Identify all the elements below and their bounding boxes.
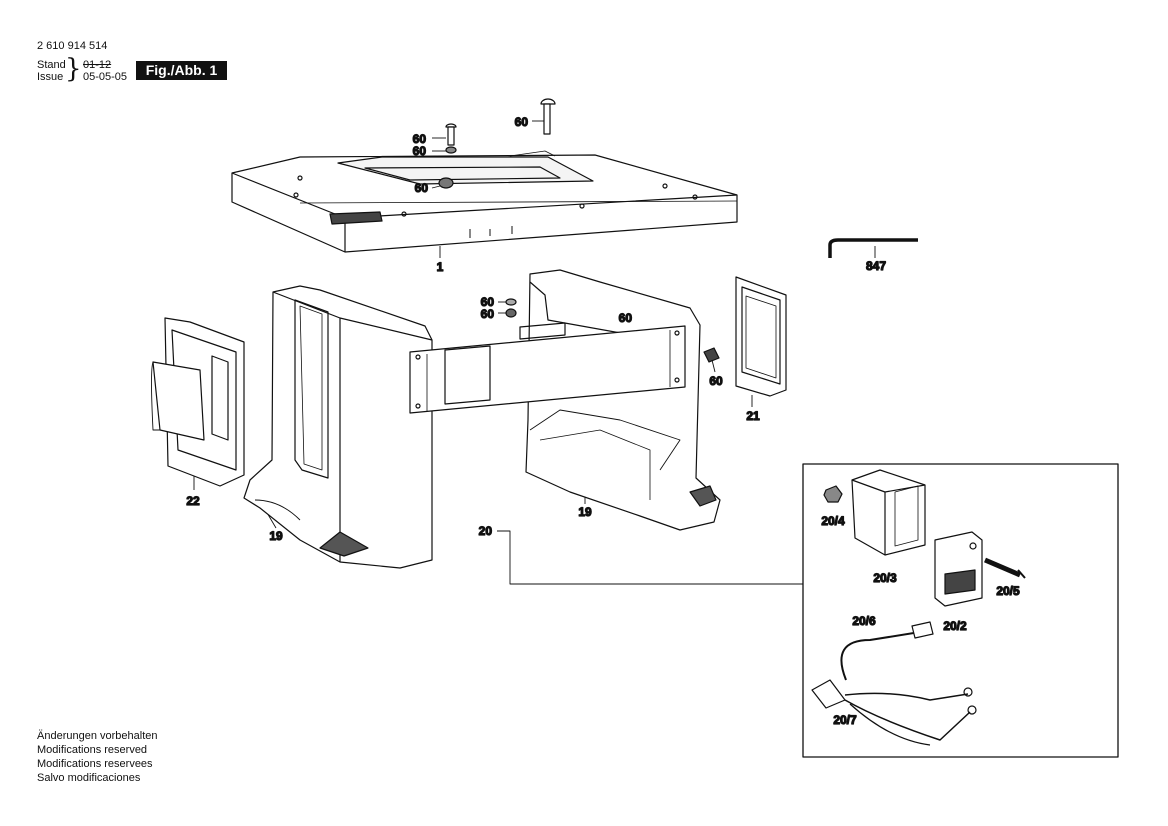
right-pocket-drawing: [735, 276, 787, 397]
part-label-60: 60: [415, 181, 429, 195]
part-label-60: 60: [515, 115, 529, 129]
part-label-60: 60: [619, 311, 633, 325]
part-label-22: 22: [186, 494, 200, 508]
part-label-20-5: 20/5: [996, 584, 1020, 598]
left-leg-drawing: [243, 285, 433, 569]
part-label-20-7: 20/7: [833, 713, 857, 727]
part-label-60: 60: [413, 144, 427, 158]
part-label-20-6: 20/6: [852, 614, 876, 628]
part-label-60: 60: [413, 132, 427, 146]
part-label-20-2: 20/2: [943, 619, 967, 633]
footer-note-fr: Modifications reservees: [37, 758, 153, 770]
switch-detail-box: [802, 463, 1119, 758]
part-label-20-3: 20/3: [873, 571, 897, 585]
stand-label: Stand: [37, 59, 66, 71]
hex-key-drawing: [828, 238, 918, 258]
document-number: 2 610 914 514: [37, 40, 108, 52]
brace-icon: }: [65, 54, 82, 84]
part-label-20: 20: [479, 524, 493, 538]
side-pocket-drawing: [151, 317, 245, 487]
footer-note-de: Änderungen vorbehalten: [37, 730, 158, 742]
footer-note-en: Modifications reserved: [37, 744, 148, 756]
figure-label: Fig./Abb. 1: [136, 61, 227, 80]
stand-value: 01-12: [83, 59, 112, 71]
footer-note-es: Salvo modificaciones: [37, 772, 141, 784]
part-label-60: 60: [709, 374, 723, 388]
part-label-19: 19: [269, 529, 283, 543]
cross-brace-drawing: [409, 325, 686, 414]
part-label-1: 1: [437, 260, 444, 274]
part-label-21: 21: [746, 409, 760, 423]
part-label-847: 847: [866, 259, 886, 273]
part-label-20-4: 20/4: [821, 514, 845, 528]
issue-value: 05-05-05: [83, 71, 128, 83]
part-label-60: 60: [481, 295, 495, 309]
part-label-60: 60: [481, 307, 495, 321]
part-label-19: 19: [578, 505, 592, 519]
issue-label: Issue: [37, 71, 64, 83]
table-top-drawing: [231, 150, 738, 253]
